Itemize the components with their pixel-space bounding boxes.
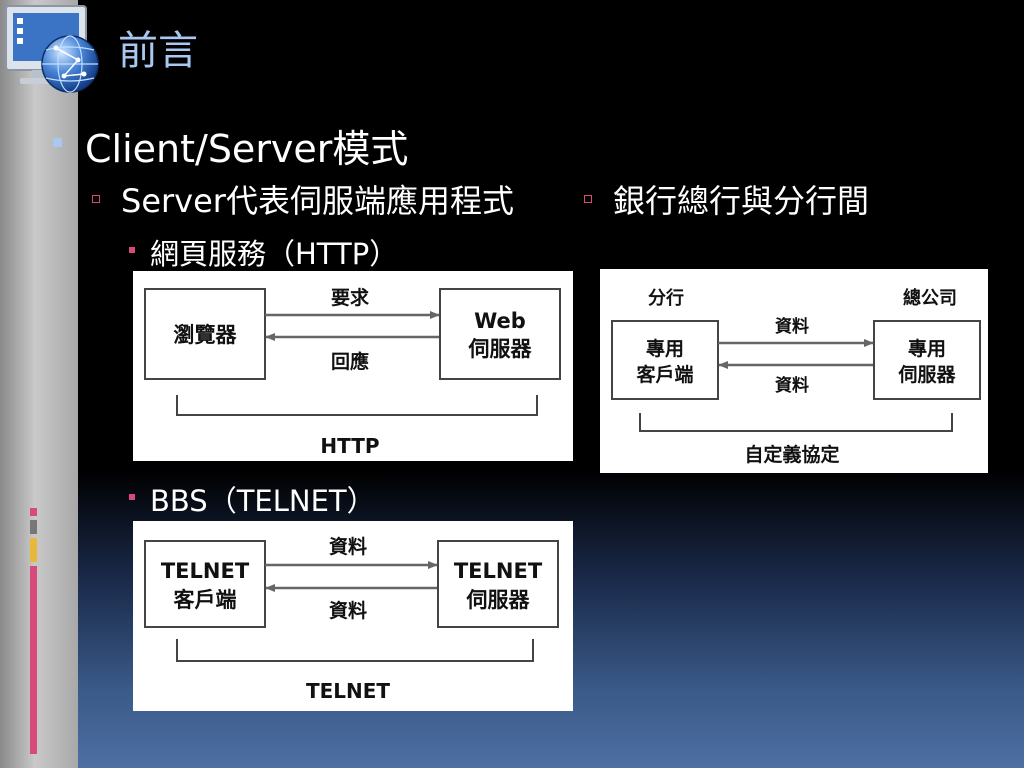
protocol-bracket [176, 639, 534, 662]
data-label-bottom: 資料 [329, 599, 367, 622]
data-label-top: 資料 [775, 316, 809, 337]
client-label-line2: 客戶端 [174, 588, 237, 612]
server-box [437, 540, 559, 628]
sub-bullet-icon [584, 195, 592, 203]
sidebar-stripe-magenta [30, 566, 37, 754]
item-http: 網頁服務（HTTP） [150, 237, 399, 271]
protocol-label: HTTP [320, 434, 379, 458]
server-label-line1: Web [474, 309, 526, 333]
sub-bullet-bank: 銀行總行與分行間 [613, 182, 870, 220]
response-label: 回應 [331, 350, 369, 373]
client-label-line1: TELNET [161, 559, 250, 583]
data-label-top: 資料 [329, 535, 367, 558]
data-label-bottom: 資料 [775, 375, 809, 396]
client-box [144, 540, 266, 628]
sidebar-stripe-gray [30, 520, 37, 534]
protocol-bracket [176, 395, 538, 416]
client-box [611, 320, 719, 400]
client-label-line2: 客戶端 [636, 363, 693, 386]
sub-bullet-icon [92, 195, 100, 203]
client-label-line1: 專用 [646, 337, 684, 360]
sidebar-band [0, 0, 78, 768]
bullet-client-server: Client/Server模式 [85, 127, 409, 171]
item-bullet-icon [129, 247, 135, 253]
request-label: 要求 [331, 286, 370, 309]
branch-label: 分行 [648, 287, 684, 309]
bank-diagram: 分行 總公司 專用 客戶端 專用 伺服器 資料 資料 自定義協定 [600, 269, 988, 473]
item-bbs: BBS（TELNET） [150, 484, 376, 518]
server-label-line2: 伺服器 [468, 337, 533, 361]
server-box [439, 288, 561, 380]
slide-title: 前言 [118, 28, 198, 74]
telnet-diagram: TELNET 客戶端 TELNET 伺服器 資料 資料 TELNET [133, 521, 573, 711]
hq-label: 總公司 [903, 287, 957, 309]
server-label-line2: 伺服器 [466, 588, 531, 612]
sidebar-stripe-pink [30, 508, 37, 516]
sub-bullet-server-app: Server代表伺服端應用程式 [121, 182, 514, 220]
network-globe-icon [5, 5, 99, 93]
sidebar-stripe-yellow [30, 538, 37, 562]
server-label-line2: 伺服器 [897, 364, 956, 386]
protocol-label: TELNET [306, 679, 390, 703]
bullet-square-icon [53, 138, 62, 147]
protocol-label: 自定義協定 [744, 443, 839, 466]
server-label-line1: 專用 [908, 337, 946, 360]
client-label: 瀏覽器 [174, 323, 238, 347]
server-label-line1: TELNET [454, 559, 543, 583]
item-bullet-icon [129, 494, 135, 500]
server-box [873, 320, 981, 400]
protocol-bracket [639, 413, 953, 432]
http-diagram: 瀏覽器 Web 伺服器 要求 回應 HTTP [133, 271, 573, 461]
